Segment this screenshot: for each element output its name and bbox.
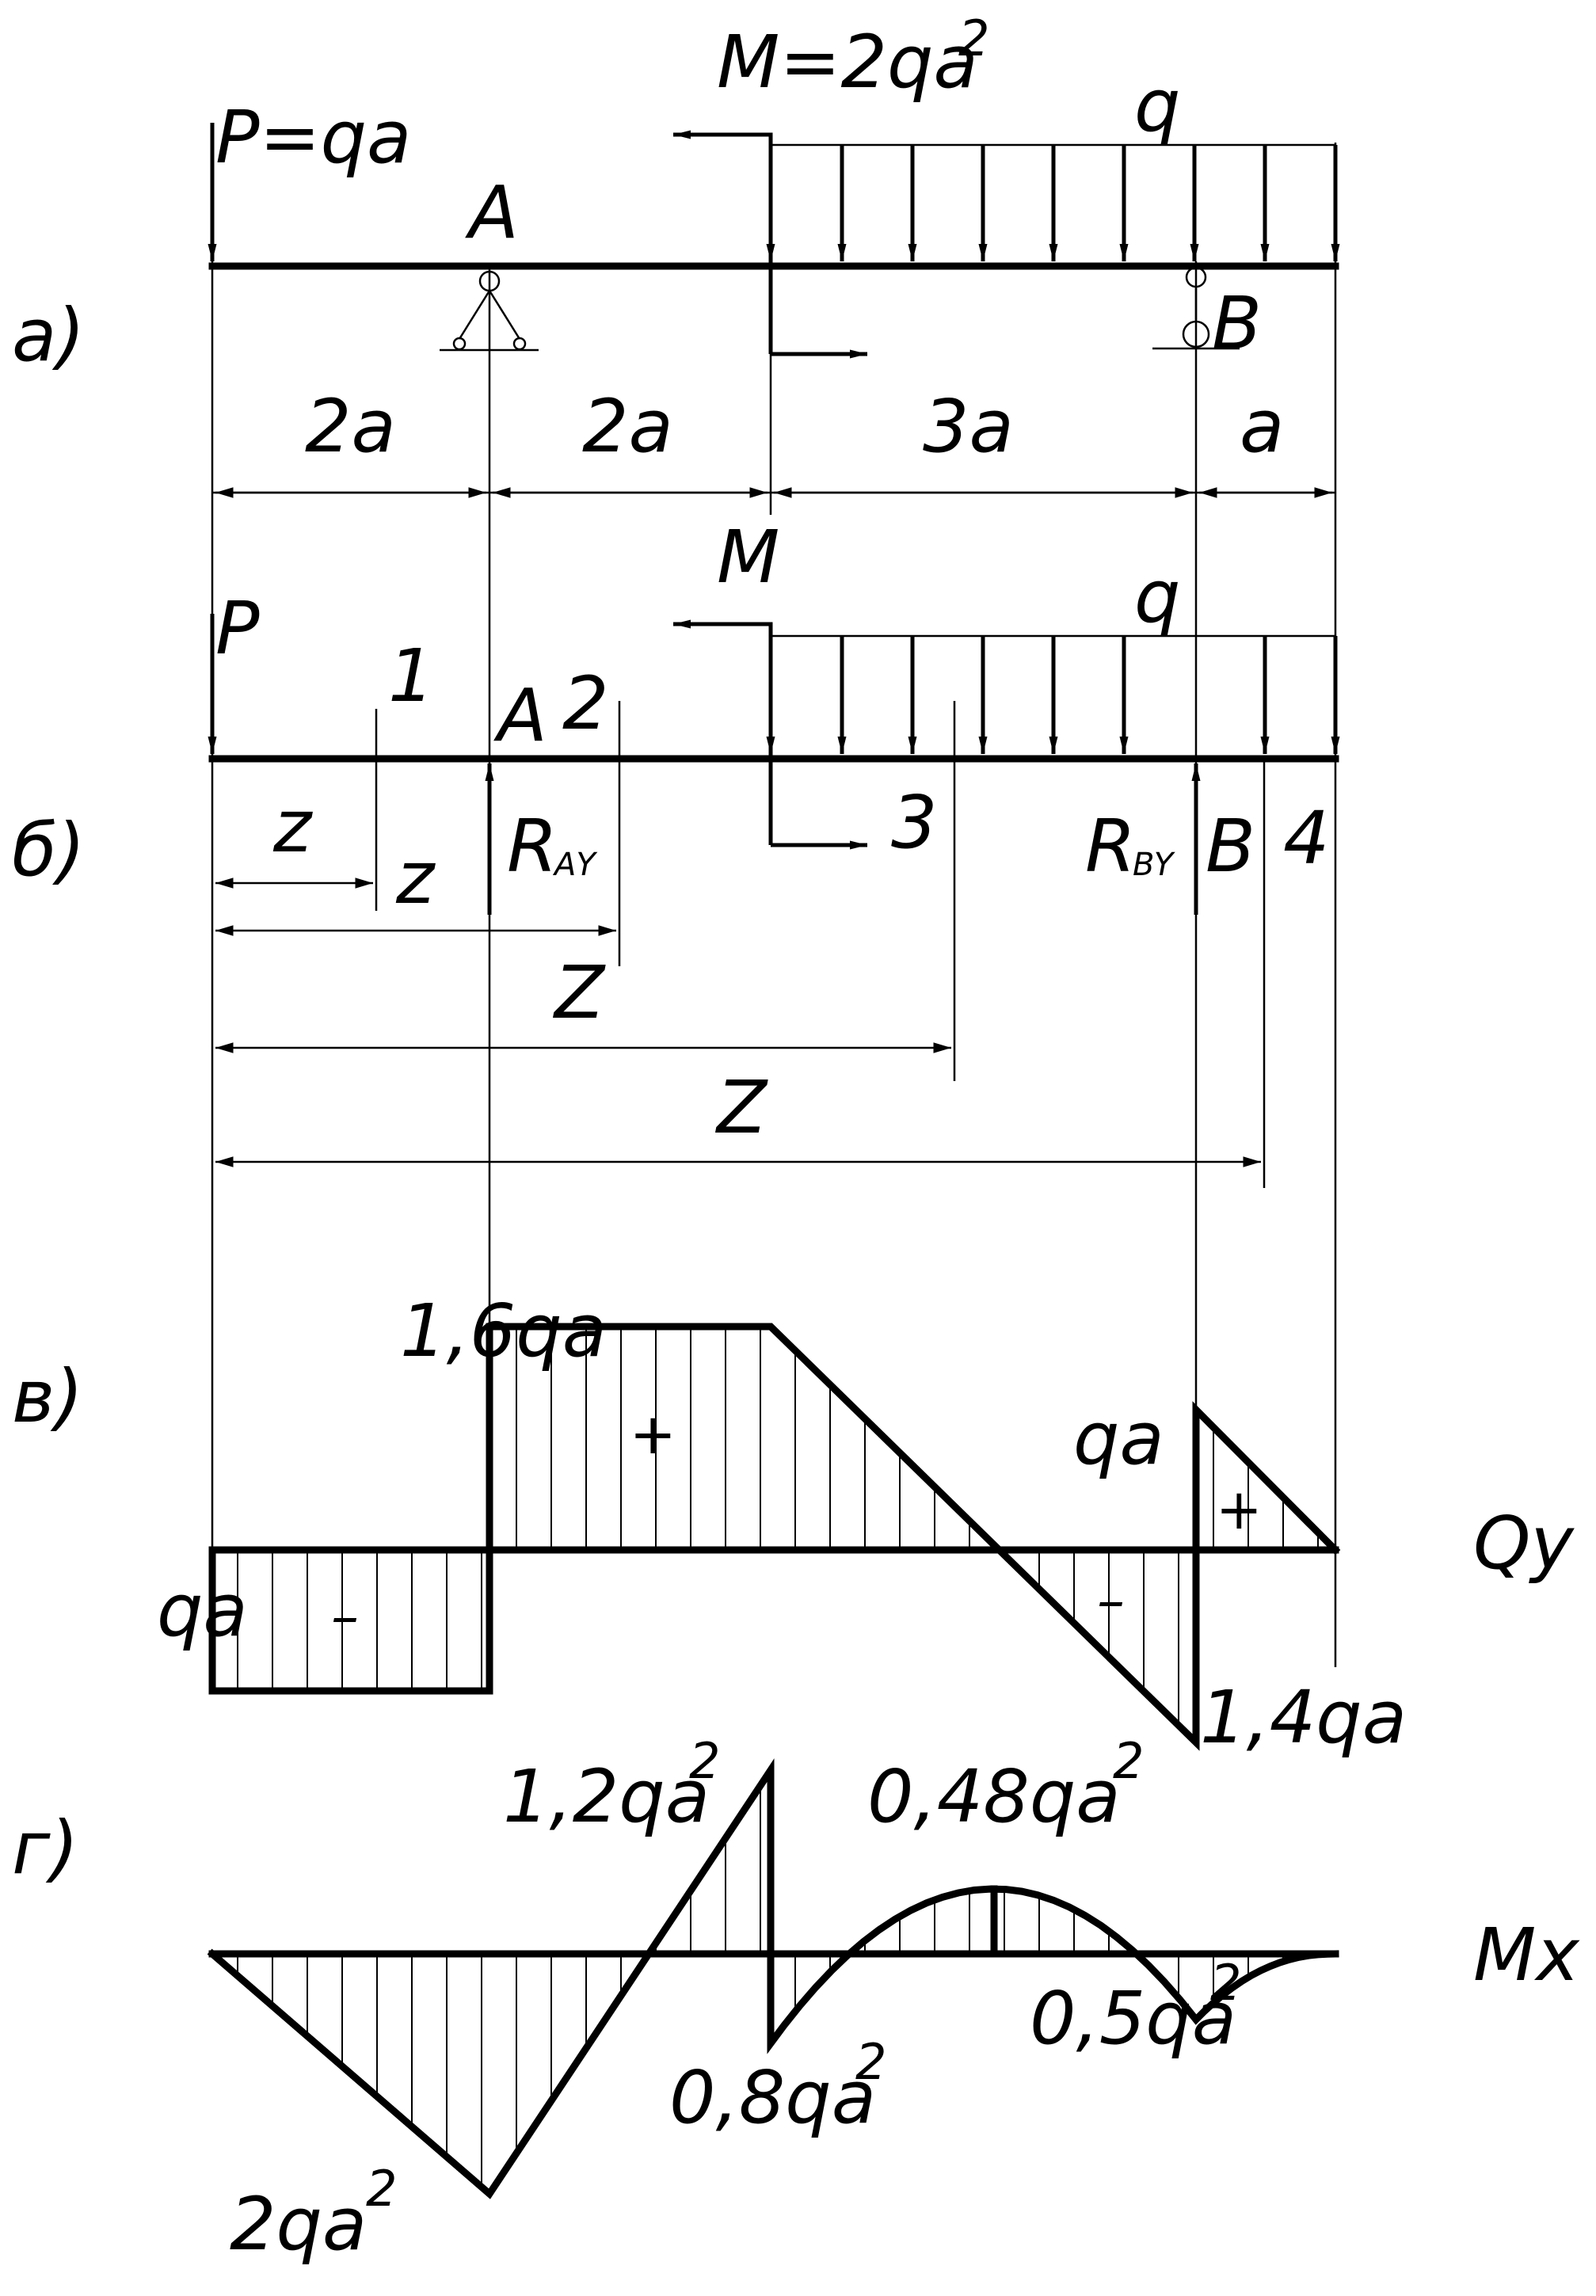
section-2-label: 2 [562,661,609,746]
z-label-1: z [272,784,313,869]
panel-v-label: в) [12,1354,83,1439]
moment-symbol-a [673,130,867,359]
moment-value-2-exp: 2 [1113,1732,1144,1790]
shear-hatching [237,1327,1319,1726]
shear-sign-plus-1: + [630,1402,676,1467]
moment-value-3: 0,8qa [669,2055,876,2140]
moment-value-5: 2qa [230,2182,367,2267]
panel-g-label: г) [12,1806,78,1890]
q-label-b: q [1134,554,1180,639]
reaction-a-sub: AY [552,847,598,883]
moment-value-5-exp: 2 [366,2160,397,2218]
moment-value-3-exp: 2 [855,2033,886,2091]
moment-axis-label: Mx [1473,1913,1580,1997]
span-label-3: 3a [923,384,1014,469]
shear-axis-label: Qy [1473,1501,1575,1586]
shear-sign-minus-1: – [331,1584,359,1649]
reaction-a-label: R [507,804,558,889]
support-a-label: A [465,170,519,255]
panel-v-shear: в) 1,6qa qa qa 1,4qa + + – – Qy [12,1289,1575,1760]
support-a [440,270,539,352]
reference-lines [211,123,1337,1683]
load-p-label: P=qa [215,95,411,180]
shear-value-4: 1,4qa [1200,1675,1407,1760]
z-label-2: z [395,836,436,920]
z-label-4: Z [714,1065,768,1150]
moment-value-1-exp: 2 [689,1732,720,1790]
panel-b-label: б) [12,808,86,893]
span-label-1: 2a [305,384,396,469]
moment-label-b: M [717,515,779,600]
moment-label-exp: 2 [958,10,989,67]
q-label-a: q [1134,63,1180,148]
distributed-load-b [766,634,1340,754]
panel-g-moment: г) 1,2qa 2 0,48qa 2 0,8qa 2 0,5qa 2 2qa … [12,1732,1580,2267]
shear-sign-minus-2: – [1097,1568,1125,1633]
section-lines [375,701,1266,1188]
panel-a-label: a) [12,293,85,378]
support-a-label-b: A [493,673,547,758]
moment-hatching [237,1785,1319,2187]
z-label-3: Z [552,950,606,1035]
moment-value-1: 1,2qa [503,1754,710,1839]
support-b-label: B [1212,281,1262,366]
distributed-load-a [766,143,1340,261]
moment-diagram-outline [207,1758,1339,2199]
shear-value-2: qa [1073,1396,1164,1481]
moment-value-4: 0,5qa [1030,1976,1236,2061]
span-label-2: 2a [582,384,673,469]
shear-value-3: qa [157,1568,248,1653]
reaction-b-sub: BY [1133,847,1176,883]
moment-symbol-b [673,619,867,850]
span-label-4: a [1240,384,1284,469]
section-4-label: 4 [1283,796,1330,881]
moment-label: M=2qa [717,20,978,105]
support-b [1152,266,1240,350]
panel-a: a) P=qa A M=2qa 2 [12,10,1340,498]
shear-value-1: 1,6qa [400,1289,607,1373]
section-1-label: 1 [388,634,435,718]
moment-value-2: 0,48qa [867,1754,1121,1839]
shear-diagram-outline [208,1323,1341,1751]
reaction-b-label: R [1085,804,1136,889]
moment-value-4-exp: 2 [1210,1954,1241,2012]
section-3-label: 3 [891,780,938,865]
panel-b: б) P M q R AY R BY A B [12,515,1340,1188]
load-p-label-b: P [215,586,260,671]
support-b-label-b: B [1206,804,1255,889]
z-dimension-lines [215,878,1261,1167]
shear-sign-plus-2: + [1216,1477,1263,1542]
